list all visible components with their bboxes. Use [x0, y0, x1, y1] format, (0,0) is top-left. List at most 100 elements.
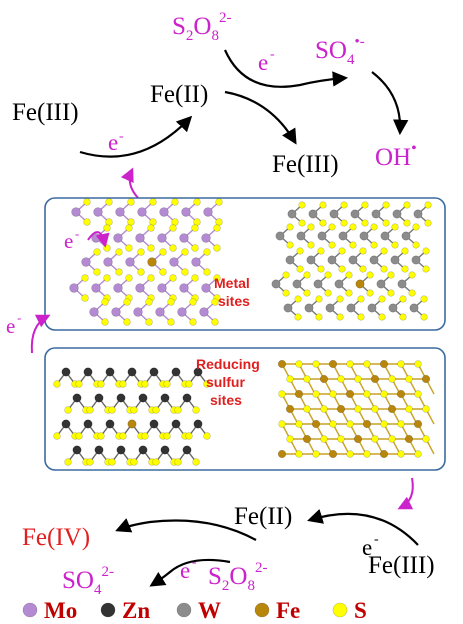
s-atom	[412, 223, 420, 231]
zn-atom	[193, 419, 203, 429]
s-atom	[141, 432, 149, 440]
s-atom	[349, 223, 357, 231]
s-atom	[320, 405, 328, 413]
zn-atom	[105, 367, 115, 377]
s-atom	[317, 247, 325, 255]
zn-atom	[171, 419, 181, 429]
fe-atom	[353, 434, 363, 444]
s-atom	[169, 244, 177, 252]
reducing-sulfur-sites-label: Reducing sulfur sites	[196, 356, 260, 408]
mo-atom	[111, 307, 121, 317]
s-atom	[320, 435, 328, 443]
legend-label-s: S	[354, 598, 367, 623]
e-mid-bottom-label: e -	[180, 555, 197, 583]
s-atom	[337, 435, 345, 443]
zn-atom	[160, 445, 170, 455]
zn-atom	[127, 367, 137, 377]
e-right-bottom-label: e -	[362, 532, 379, 560]
s-atom	[145, 298, 153, 306]
s-atom	[391, 223, 399, 231]
s-atom	[189, 318, 197, 326]
s-atom	[357, 295, 365, 303]
arrow-persulfate-to-sulfate-radical	[223, 49, 349, 88]
zn-atom	[94, 393, 104, 403]
s-atom	[152, 458, 160, 466]
zn-atom	[83, 419, 93, 429]
s-atom	[420, 295, 428, 303]
s-atom	[159, 268, 167, 276]
w-atom	[346, 303, 356, 313]
s-atom	[298, 201, 306, 209]
s-atom	[363, 450, 371, 458]
upper-e-label: e -	[64, 226, 79, 253]
s-atom	[324, 289, 332, 297]
s-atom	[152, 406, 160, 414]
s-atom	[203, 432, 211, 440]
zn-atom	[61, 419, 71, 429]
s-atom	[191, 244, 199, 252]
fe3-bottom-top-label: Fe(III)	[272, 151, 339, 178]
fe-atom	[302, 434, 312, 444]
zn-atom	[193, 367, 203, 377]
s-atom	[278, 390, 286, 398]
side-e-label: e -	[6, 310, 21, 338]
s-atom	[191, 274, 199, 282]
s-atom	[75, 380, 83, 388]
s-atom	[147, 244, 155, 252]
mo-atom	[157, 233, 167, 243]
s-atom	[337, 375, 345, 383]
s-atom	[366, 271, 374, 279]
s-atom	[408, 271, 416, 279]
s-atom	[378, 295, 386, 303]
s-atom	[328, 223, 336, 231]
fe2-top-label: Fe(II)	[150, 81, 208, 108]
s-atom	[203, 268, 211, 276]
upper-right-lattice	[271, 201, 432, 321]
s-atom	[286, 375, 294, 383]
mo-atom	[135, 283, 145, 293]
s-atom	[371, 435, 379, 443]
s-atom	[424, 219, 432, 227]
w-atom	[359, 231, 369, 241]
s-atom	[211, 298, 219, 306]
svg-text:OH•: OH•	[375, 140, 417, 171]
w-atom	[296, 231, 306, 241]
mo-atom	[159, 207, 169, 217]
s-atom	[312, 390, 320, 398]
s-atom	[388, 435, 396, 443]
w-atom	[401, 231, 411, 241]
s-atom	[359, 265, 367, 273]
s-atom	[163, 432, 171, 440]
w-atom	[371, 209, 381, 219]
svg-text:sites: sites	[218, 293, 250, 309]
s-atom	[147, 224, 155, 232]
s-atom	[64, 458, 72, 466]
w-atom	[313, 279, 323, 289]
zn-atom	[149, 419, 159, 429]
s-atom	[130, 458, 138, 466]
fe-atom	[277, 449, 287, 459]
persulfate-bottom-label: S2O82-	[208, 560, 267, 594]
s-atom	[354, 405, 362, 413]
fe-atom	[396, 389, 406, 399]
s-atom	[382, 219, 390, 227]
s-atom	[137, 248, 145, 256]
w-atom	[369, 255, 379, 265]
w-atom	[334, 279, 344, 289]
w-atom	[327, 255, 337, 265]
s-atom	[103, 244, 111, 252]
sulfate-radical-label: SO4•-	[315, 34, 365, 68]
s-atom	[397, 450, 405, 458]
fe-atom	[379, 359, 389, 369]
legend-dot-mo	[22, 602, 38, 618]
s-atom	[191, 224, 199, 232]
s-atom	[213, 224, 221, 232]
svg-text:S2O82-: S2O82-	[208, 560, 267, 594]
mo-atom	[201, 283, 211, 293]
arrow-sulfate-to-oh	[371, 71, 409, 136]
arrow-fe3-to-fe2-bottom	[307, 509, 419, 546]
s-atom	[171, 198, 179, 206]
arrow-fe2-to-fe4	[115, 518, 257, 541]
mo-atom	[93, 207, 103, 217]
